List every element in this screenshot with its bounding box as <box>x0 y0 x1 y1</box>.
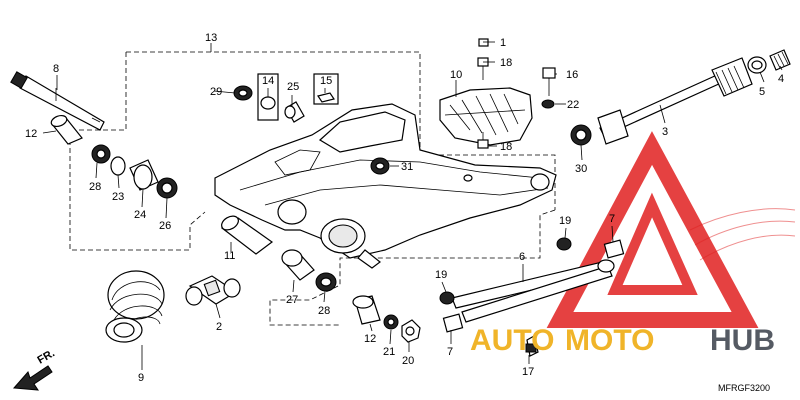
callout-labels: 1 2 3 4 5 6 7 7 8 9 10 11 12 12 13 14 15… <box>25 32 784 384</box>
swingarm <box>214 103 557 269</box>
callout-18-bottom: 18 <box>500 141 512 153</box>
callout-19-bottom: 19 <box>435 269 447 281</box>
leader-lines <box>42 41 783 370</box>
callout-19-top: 19 <box>559 215 571 227</box>
spring-and-clip <box>747 49 791 74</box>
bottom-hardware <box>352 295 421 343</box>
callout-17: 17 <box>522 366 534 378</box>
callout-11: 11 <box>224 250 235 262</box>
watermark-hub: HUB <box>710 324 775 357</box>
callout-4: 4 <box>778 73 784 85</box>
swingarm-bushings <box>220 157 390 292</box>
watermark-moto: MOTO <box>565 324 654 357</box>
collar-top <box>50 114 83 145</box>
watermark-auto: AUTO <box>470 324 554 357</box>
callout-22: 22 <box>567 99 579 111</box>
callout-25: 25 <box>287 81 299 93</box>
callout-18-top: 18 <box>500 57 512 69</box>
callout-10: 10 <box>450 69 462 81</box>
front-marker-label: FR. <box>36 347 57 366</box>
diagram-code: MFRGF3200 <box>718 383 770 393</box>
callout-12-top: 12 <box>25 128 37 140</box>
callout-21: 21 <box>383 346 395 358</box>
callout-2: 2 <box>216 321 222 333</box>
callout-3: 3 <box>662 126 668 138</box>
callout-27: 27 <box>286 294 298 306</box>
pivot-bolt <box>10 71 105 131</box>
callout-28-left: 28 <box>89 181 101 193</box>
pivot-boot <box>105 270 165 343</box>
callout-16: 16 <box>566 69 578 81</box>
callout-12-bottom: 12 <box>364 333 376 345</box>
callout-24: 24 <box>134 209 146 221</box>
chain-guard <box>439 87 533 146</box>
bearing-group-left <box>91 144 178 199</box>
callout-7-bottom: 7 <box>447 346 453 358</box>
callout-5: 5 <box>759 86 765 98</box>
universal-joint <box>185 275 241 306</box>
callout-23: 23 <box>112 191 124 203</box>
callout-31: 31 <box>401 161 413 173</box>
callout-30: 30 <box>575 163 587 175</box>
callout-20: 20 <box>402 355 414 367</box>
callout-6: 6 <box>519 251 525 263</box>
torque-rods <box>439 237 625 357</box>
drive-shaft <box>570 57 753 146</box>
callout-28-bottom: 28 <box>318 305 330 317</box>
callout-7-top: 7 <box>609 213 615 225</box>
callout-26: 26 <box>159 220 171 232</box>
callout-13: 13 <box>205 32 217 44</box>
callout-8: 8 <box>53 63 59 75</box>
callout-29: 29 <box>210 86 222 98</box>
callout-14: 14 <box>262 75 274 87</box>
watermark-text: AUTO MOTO HUB <box>470 324 775 357</box>
watermark-triangle <box>546 131 796 328</box>
callout-9: 9 <box>138 372 144 384</box>
front-arrow <box>12 365 53 391</box>
callout-15: 15 <box>320 75 332 87</box>
watermark-logo <box>546 131 796 328</box>
callout-1: 1 <box>500 37 506 49</box>
